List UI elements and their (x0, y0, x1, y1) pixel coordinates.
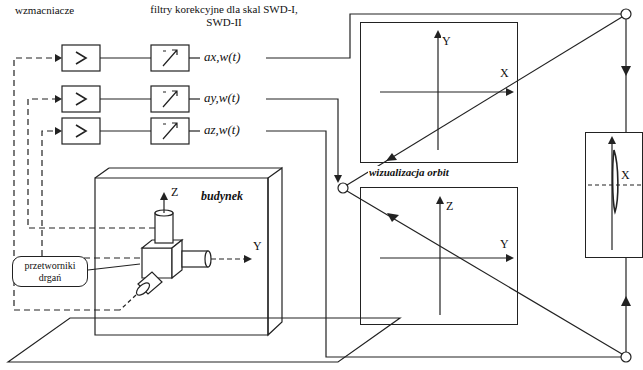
arrowhead (55, 54, 62, 62)
art-part (8, 9, 641, 362)
orbit-plot: X (585, 132, 643, 258)
orbit-plot: YX (360, 22, 518, 163)
orbit-plot: ZY (360, 187, 518, 325)
arrowhead (334, 175, 342, 183)
arrowhead (608, 136, 616, 144)
amplifier-box (62, 86, 100, 112)
orbit-trace (613, 150, 618, 212)
axis-label: Y (441, 35, 452, 47)
axis-label: Y (499, 238, 510, 250)
signal-name: ay,w(t) (203, 91, 241, 106)
signal-name: az,w(t) (203, 123, 241, 138)
amplifier-symbol (76, 93, 86, 105)
ground-plane (8, 318, 400, 362)
axis-label: Z (170, 186, 179, 200)
plot-axis (380, 91, 510, 92)
arrowhead (55, 95, 62, 103)
amplifier-symbol (76, 125, 86, 137)
building-outline (95, 178, 268, 335)
signal-line (266, 99, 338, 178)
transducer-cylinder (182, 251, 208, 267)
axis-arrow (211, 258, 248, 259)
signal-line (266, 131, 621, 357)
arrowhead (386, 153, 397, 161)
transducer-cylinder (155, 213, 173, 243)
arrowhead (506, 88, 514, 96)
junction-circle (338, 183, 348, 193)
signal-line (189, 98, 200, 99)
arrowhead (436, 196, 444, 204)
axis-label: Z (445, 200, 454, 212)
transducer-cylinder (205, 251, 211, 267)
arrowhead (160, 192, 168, 200)
plot-axis (437, 34, 438, 150)
signal-line (347, 17, 622, 185)
axis-label: X (620, 169, 631, 181)
building-label: budynek (200, 190, 244, 204)
amplifier-box (62, 118, 100, 144)
plot-axis (588, 184, 641, 185)
amplifier-box (62, 45, 100, 71)
transducer-cube (142, 248, 172, 278)
signal-line (100, 57, 151, 58)
arrowhead (621, 296, 631, 306)
leader-line (88, 264, 140, 270)
group-heading: filtry korekcyjne dla skal SWD-I, SWD-II (148, 3, 300, 28)
transducer-cube (172, 240, 182, 278)
sensor-label: przetworniki drgań (18, 260, 82, 283)
plot-axis (439, 200, 440, 315)
filter-symbol (163, 91, 177, 107)
junction-circle (621, 9, 631, 19)
plot-axis (380, 257, 510, 258)
building-outline (268, 168, 282, 335)
sensor-wire (42, 131, 140, 258)
signal-line (266, 14, 621, 58)
filter-symbol (163, 123, 177, 139)
filter-box (151, 118, 189, 144)
arrowhead (621, 66, 631, 76)
filter-symbol (163, 50, 177, 66)
transducer-cylinder (134, 281, 151, 298)
signal-line (100, 98, 151, 99)
signal-name: ax,w(t) (203, 50, 241, 65)
group-heading: wzmacniacze (14, 4, 75, 17)
sensor-label-box: przetworniki drgań (12, 256, 88, 287)
arrowhead (387, 213, 399, 222)
group-heading: wizualizacja orbit (368, 166, 450, 179)
axis-label: X (499, 67, 510, 79)
axis-label: Y (252, 240, 263, 254)
filter-box (151, 45, 189, 71)
arrowhead (55, 127, 62, 135)
junction-circle (621, 352, 631, 362)
art-part (55, 30, 631, 306)
sensor-wire (28, 99, 155, 228)
arrowhead (506, 254, 514, 262)
signal-line (100, 130, 151, 131)
arrowhead (244, 255, 252, 263)
signal-line (189, 57, 200, 58)
signal-line (189, 130, 200, 131)
building-outline (109, 167, 282, 168)
building-outline (95, 168, 109, 178)
signal-line (347, 191, 622, 354)
axis-arrow (120, 295, 136, 310)
amplifier-symbol (76, 52, 86, 64)
filter-box (151, 86, 189, 112)
